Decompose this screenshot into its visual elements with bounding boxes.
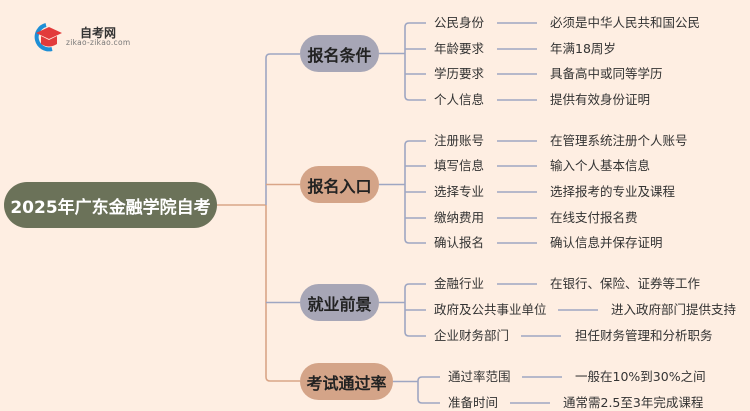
leaf-bracket [417, 376, 440, 404]
leaf-value[interactable]: 必须是中华人民共和国公民 [550, 15, 701, 30]
branch-node[interactable]: 报名条件 [300, 35, 379, 72]
logo-url: zikao-zikao.com [66, 38, 131, 47]
leaf-label[interactable]: 确认报名 [434, 235, 485, 250]
leaf-label[interactable]: 通过率范围 [448, 369, 511, 384]
leaf-label[interactable]: 金融行业 [434, 276, 485, 291]
leaf-label[interactable]: 填写信息 [434, 158, 485, 173]
logo-title: 自考网 [80, 26, 117, 40]
bus-connector [265, 53, 300, 205]
leaf-value[interactable]: 一般在10%到30%之间 [575, 369, 706, 384]
leaf-label[interactable]: 选择专业 [434, 184, 485, 199]
leaf-label[interactable]: 个人信息 [434, 92, 485, 107]
leaf-value[interactable]: 具备高中或同等学历 [550, 66, 663, 81]
leaf-value[interactable]: 提供有效身份证明 [550, 92, 651, 107]
leaf-value[interactable]: 输入个人基本信息 [550, 158, 651, 173]
leaf-label[interactable]: 公民身份 [434, 15, 485, 30]
bus-connector [265, 205, 300, 382]
branch-node[interactable]: 报名入口 [300, 166, 379, 203]
leaf-value[interactable]: 在银行、保险、证券等工作 [550, 276, 701, 291]
root-node[interactable]: 2025年广东金融学院自考 [4, 182, 217, 228]
leaf-value[interactable]: 选择报考的专业及课程 [550, 184, 676, 199]
leaf-label[interactable]: 缴纳费用 [434, 210, 485, 225]
leaf-value[interactable]: 进入政府部门提供支持 [611, 302, 737, 317]
leaf-value[interactable]: 在线支付报名费 [550, 210, 638, 225]
leaf-value[interactable]: 在管理系统注册个人账号 [550, 133, 688, 148]
leaf-value[interactable]: 通常需2.5至3年完成课程 [563, 395, 704, 410]
leaf-label[interactable]: 政府及公共事业单位 [434, 302, 547, 317]
leaf-label[interactable]: 年龄要求 [434, 41, 485, 56]
branch-node[interactable]: 就业前景 [300, 284, 379, 321]
branch-node[interactable]: 考试通过率 [300, 363, 393, 400]
graduation-cap-logo-icon [34, 23, 62, 52]
leaf-label[interactable]: 企业财务部门 [434, 328, 510, 343]
leaf-value[interactable]: 确认信息并保存证明 [550, 235, 663, 250]
leaf-label[interactable]: 学历要求 [434, 66, 485, 81]
leaf-value[interactable]: 年满18周岁 [550, 41, 616, 56]
leaf-label[interactable]: 注册账号 [434, 133, 485, 148]
leaf-value[interactable]: 担任财务管理和分析职务 [575, 328, 713, 343]
leaf-bracket [404, 22, 426, 101]
leaf-label[interactable]: 准备时间 [448, 395, 499, 410]
